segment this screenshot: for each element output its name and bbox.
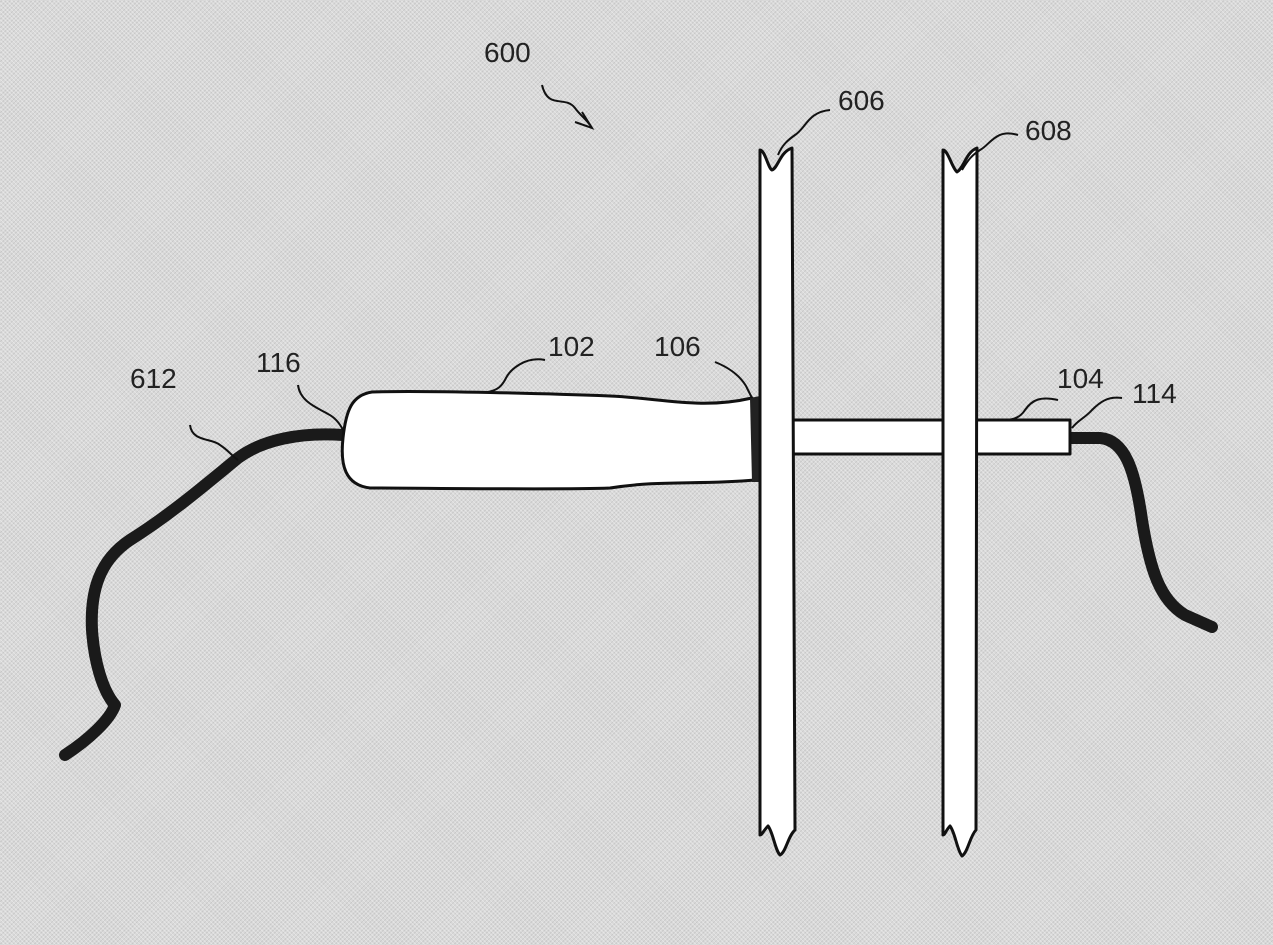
label-606: 606 — [838, 85, 885, 116]
wall-606 — [758, 146, 797, 857]
leader-116 — [297, 384, 344, 431]
leader-102 — [487, 358, 546, 393]
label-600: 600 — [484, 37, 531, 68]
leader-606 — [777, 109, 831, 156]
wall-608 — [941, 146, 979, 858]
leader-104 — [1004, 397, 1059, 421]
leader-600 — [541, 84, 591, 126]
tube-104 — [788, 418, 1072, 456]
label-114: 114 — [1132, 378, 1177, 409]
label-116: 116 — [256, 347, 301, 378]
label-608: 608 — [1025, 115, 1072, 146]
leader-612 — [189, 424, 239, 461]
body-102 — [340, 389, 757, 491]
label-102: 102 — [548, 331, 595, 362]
leader-600-arrow — [574, 111, 595, 130]
cable-right — [1062, 432, 1218, 633]
label-612: 612 — [130, 363, 177, 394]
leader-608 — [961, 132, 1019, 171]
leader-114 — [1071, 396, 1123, 429]
label-104: 104 — [1057, 363, 1104, 394]
label-106: 106 — [654, 331, 701, 362]
leader-106 — [714, 361, 753, 399]
cable-612 — [59, 428, 349, 761]
